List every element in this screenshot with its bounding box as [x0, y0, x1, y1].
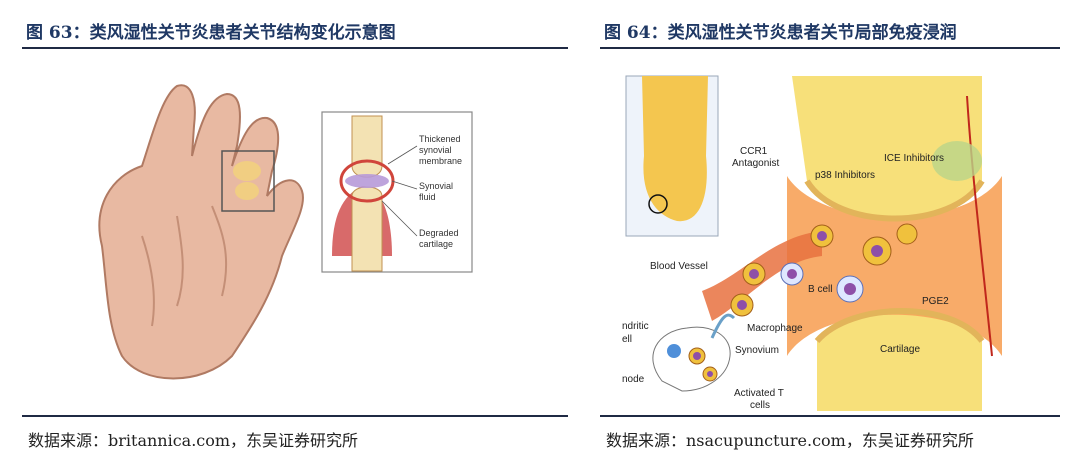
label-pge2: PGE2 [922, 296, 949, 307]
figure-64-source: 数据来源：nsacupuncture.com，东吴证券研究所 [606, 431, 974, 450]
label-activated-t: Activated T [734, 388, 784, 399]
label-ccr1: CCR1 [740, 146, 768, 157]
figure-64-title: 图 64：类风湿性关节炎患者关节局部免疫浸润 [604, 23, 957, 43]
label-synovial-fluid-2: fluid [419, 192, 436, 202]
figure-63-title: 图 63：类风湿性关节炎患者关节结构变化示意图 [26, 23, 396, 43]
figure-64-bottom-rule [600, 415, 1060, 417]
figure-63-bottom-rule [22, 415, 568, 417]
label-cells: cells [750, 400, 770, 411]
label-b-cell: B cell [808, 284, 832, 295]
label-degraded: Degraded [419, 228, 459, 238]
label-synovial-1: synovial [419, 145, 452, 155]
label-thickened: Thickened [419, 134, 461, 144]
label-synovial-fluid-1: Synovial [419, 181, 453, 191]
figure-63-panel: 图 63：类风湿性关节炎患者关节结构变化示意图 Thickened synovi [22, 0, 568, 458]
label-antagonist: Antagonist [732, 158, 779, 169]
label-blood-vessel: Blood Vessel [650, 261, 708, 272]
label-node: node [622, 374, 645, 385]
label-p38: p38 Inhibitors [815, 170, 875, 181]
immune-cells [730, 223, 918, 317]
arthritic-hand-illustration: Thickened synovial membrane Synovial flu… [98, 84, 473, 380]
joint-diagram [787, 76, 1002, 411]
immune-infiltration-illustration: CCR1 Antagonist p38 Inhibitors ICE Inhib… [622, 56, 1052, 411]
label-dendritic-1: ndritic [622, 321, 649, 332]
figure-64-panel: 图 64：类风湿性关节炎患者关节局部免疫浸润 [600, 0, 1060, 458]
label-dendritic-2: ell [622, 334, 632, 345]
hand-drawing [98, 84, 304, 380]
joint-cross-section: Thickened synovial membrane Synovial flu… [321, 111, 473, 273]
figure-63-top-rule [22, 47, 568, 49]
diagram-labels: CCR1 Antagonist p38 Inhibitors ICE Inhib… [622, 146, 949, 411]
zoom-box [221, 150, 275, 212]
label-membrane: membrane [419, 156, 462, 166]
figure-64-top-rule [600, 47, 1060, 49]
label-synovium: Synovium [735, 345, 779, 356]
label-cartilage: Cartilage [880, 344, 920, 355]
figure-63-source: 数据来源：britannica.com，东吴证券研究所 [28, 431, 359, 450]
lymph-node [652, 313, 736, 392]
label-macrophage: Macrophage [747, 323, 803, 334]
hand-inset [625, 75, 719, 237]
label-ice: ICE Inhibitors [884, 153, 944, 164]
label-cartilage: cartilage [419, 239, 453, 249]
